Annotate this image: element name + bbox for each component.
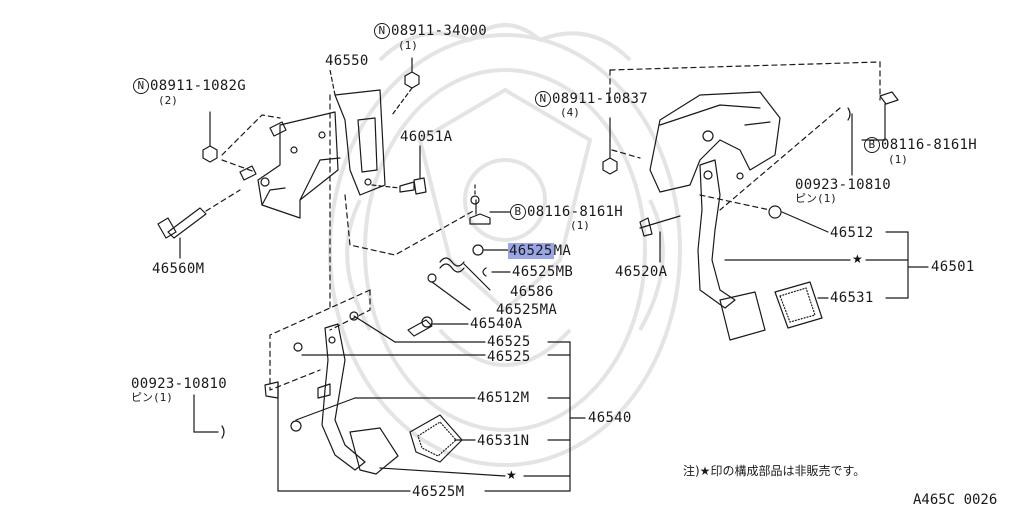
label-46525mb: 46525MB xyxy=(512,264,574,280)
label-46525m: 46525M xyxy=(412,484,465,500)
b-circle-icon: B xyxy=(864,137,880,153)
star-mark-right: ★ xyxy=(852,252,863,266)
pedal-pad-rubber-46531 xyxy=(774,281,823,329)
label-46525-b: 46525 xyxy=(487,349,531,365)
pedal-pad-rubber-46531n xyxy=(409,414,463,463)
note-text: 注)★印の構成部品は非販売です。 xyxy=(683,464,866,478)
sub-pin-left: ピン(1) xyxy=(131,391,173,404)
label-46501: 46501 xyxy=(931,259,975,275)
n-circle-icon: N xyxy=(133,78,149,94)
qty-08911-34000: (1) xyxy=(398,39,418,52)
qty-08911-10837: (4) xyxy=(560,106,580,119)
label-46051a: 46051A xyxy=(400,129,453,145)
label-46540: 46540 xyxy=(588,410,632,426)
qty-08911-1082g: (2) xyxy=(158,94,178,107)
bracket-right xyxy=(649,91,781,193)
nut-08911-1082g xyxy=(202,145,218,163)
bolt-46560m xyxy=(167,207,207,239)
label-46525-a: 46525 xyxy=(487,334,531,350)
pedal-pad-right xyxy=(719,291,766,341)
nut-08911-34000 xyxy=(404,71,420,89)
qty-08116-8161h-right: (1) xyxy=(888,153,908,166)
label-46560m: 46560M xyxy=(152,261,205,277)
label-46512m: 46512M xyxy=(477,390,530,406)
sub-pin-right: ピン(1) xyxy=(795,192,837,205)
star-mark-left: ★ xyxy=(506,468,517,482)
qty-08116-8161h-left: (1) xyxy=(570,219,590,232)
n-circle-icon: N xyxy=(374,23,390,39)
label-46512: 46512 xyxy=(830,225,874,241)
label-46586: 46586 xyxy=(510,284,554,300)
right-pedal-46501 xyxy=(697,159,736,309)
label-00923-10810-right: 00923-10810 xyxy=(795,177,892,193)
label-46550: 46550 xyxy=(325,53,369,69)
pedal-pad-left xyxy=(349,427,399,475)
n-circle-icon: N xyxy=(535,91,551,107)
label-46540a: 46540A xyxy=(470,316,523,332)
label-46531n: 46531N xyxy=(477,433,530,449)
label-00923-10810-left: 00923-10810 xyxy=(131,376,228,392)
label-46525ma: 46525MA xyxy=(496,302,558,318)
nut-08911-10837 xyxy=(602,157,618,175)
bracket-46550 xyxy=(257,69,386,219)
label-46531: 46531 xyxy=(830,290,874,306)
label-46520a: 46520A xyxy=(615,264,668,280)
label-46525ma-highlighted: 46525MA xyxy=(508,243,572,259)
left-pedal-46540 xyxy=(317,311,366,471)
spring-46586 xyxy=(439,257,465,273)
b-circle-icon: B xyxy=(510,204,526,220)
figure-code: A465C 0026 xyxy=(913,492,998,508)
